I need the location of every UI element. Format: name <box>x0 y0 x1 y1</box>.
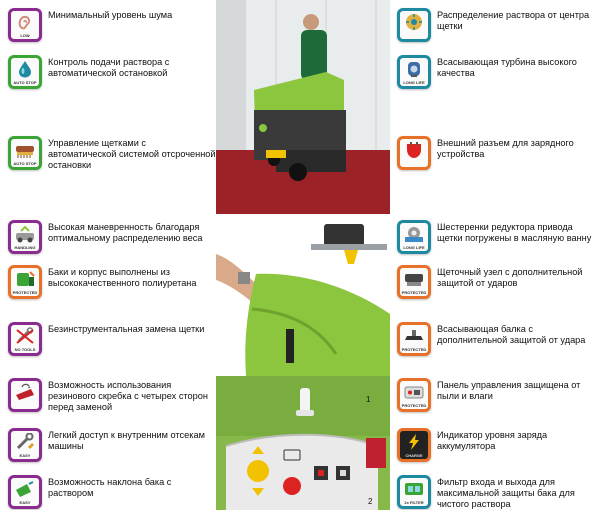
feature-double-filter: 2x FILTER Фильтр входа и выхода для макс… <box>397 475 600 510</box>
feature-label: Всасывающая балка с дополнительной защит… <box>437 324 586 345</box>
feature-label: Безинструментальная замена щетки <box>48 324 205 334</box>
feature-label: Фильтр входа и выхода для максимальной з… <box>437 477 575 509</box>
filter-icon: 2x FILTER <box>397 475 431 509</box>
feature-label: Панель управления защищена от пыли и вла… <box>437 380 581 401</box>
feature-label: Контроль подачи раствора с автоматическо… <box>48 57 170 78</box>
feature-charge-indicator: CHARGE Индикатор уровня заряда аккумулят… <box>397 428 600 462</box>
feature-handling: HANDLING Высокая маневренность благодаря… <box>8 220 216 254</box>
feature-external-charger: Внешний разъем для зарядного устройства <box>397 136 600 170</box>
feature-label: Щеточный узел с дополнительной защитой о… <box>437 267 583 288</box>
feature-label: Индикатор уровня заряда аккумулятора <box>437 430 548 451</box>
turbine-icon: LONG LIFE <box>397 55 431 89</box>
feature-label: Всасывающая турбина высокого качества <box>437 57 577 78</box>
feature-gear-oil-bath: LONG LIFE Шестеренки редуктора привода щ… <box>397 220 600 254</box>
brush-center-icon <box>397 8 431 42</box>
feature-label: Возможность наклона бака с раствором <box>48 477 172 498</box>
feature-auto-stop-solution: AUTO STOP Контроль подачи раствора с авт… <box>8 55 216 89</box>
feature-tool-free-brush: NO TOOLS Безинструментальная замена щетк… <box>8 322 216 356</box>
control-panel-photo: 1 2 <box>216 376 390 510</box>
feature-label: Шестеренки редуктора привода щетки погру… <box>437 222 592 243</box>
feature-protected-brush-head: PROTECTED Щеточный узел с дополнительной… <box>397 265 600 299</box>
feature-label: Легкий доступ к внутренним отсекам машин… <box>48 430 205 451</box>
squeegee-icon <box>8 378 42 412</box>
charger-plug-icon <box>397 136 431 170</box>
brush-head-icon: PROTECTED <box>397 265 431 299</box>
feature-easy-access: EASY Легкий доступ к внутренним отсекам … <box>8 428 216 462</box>
control-panel-icon: PROTECTED <box>397 378 431 412</box>
feature-polyurethane-tanks: PROTECTED Баки и корпус выполнены из выс… <box>8 265 216 299</box>
tank-icon: PROTECTED <box>8 265 42 299</box>
panel-marker-2: 2 <box>368 497 373 506</box>
feature-label: Баки и корпус выполнены из высококачеств… <box>48 267 197 288</box>
suction-beam-icon: PROTECTED <box>397 322 431 356</box>
feature-brush-control: AUTO STOP Управление щетками с автоматич… <box>8 136 216 171</box>
lightning-icon: CHARGE <box>397 428 431 462</box>
feature-label: Распределение раствора от центра щетки <box>437 10 590 31</box>
feature-label: Возможность использования резинового скр… <box>48 380 208 412</box>
panel-marker-1: 1 <box>366 395 371 404</box>
feature-low-noise: LOW Минимальный уровень шума <box>8 8 216 42</box>
feature-center-distribution: Распределение раствора от центра щетки <box>397 8 600 42</box>
feature-tilt-tank: EASY Возможность наклона бака с растворо… <box>8 475 216 509</box>
brush-icon: AUTO STOP <box>8 136 42 170</box>
wrench-icon: EASY <box>8 428 42 462</box>
water-drop-icon: AUTO STOP <box>8 55 42 89</box>
gear-oil-icon: LONG LIFE <box>397 220 431 254</box>
feature-suction-turbine: LONG LIFE Всасывающая турбина высокого к… <box>397 55 600 89</box>
ear-icon: LOW <box>8 8 42 42</box>
feature-four-sided-squeegee: Возможность использования резинового скр… <box>8 378 216 413</box>
machine-in-use-photo <box>216 0 390 214</box>
feature-label: Минимальный уровень шума <box>48 10 173 20</box>
no-tools-icon: NO TOOLS <box>8 322 42 356</box>
feature-protected-suction-beam: PROTECTED Всасывающая балка с дополнител… <box>397 322 600 356</box>
scale-icon: HANDLING <box>8 220 42 254</box>
feature-label: Внешний разъем для зарядного устройства <box>437 138 574 159</box>
feature-label: Управление щетками с автоматической сист… <box>48 138 216 170</box>
tilt-tank-icon: EASY <box>8 475 42 509</box>
feature-sealed-panel: PROTECTED Панель управления защищена от … <box>397 378 600 412</box>
feature-label: Высокая маневренность благодаря оптималь… <box>48 222 203 243</box>
tilt-tank-photo <box>216 214 390 376</box>
